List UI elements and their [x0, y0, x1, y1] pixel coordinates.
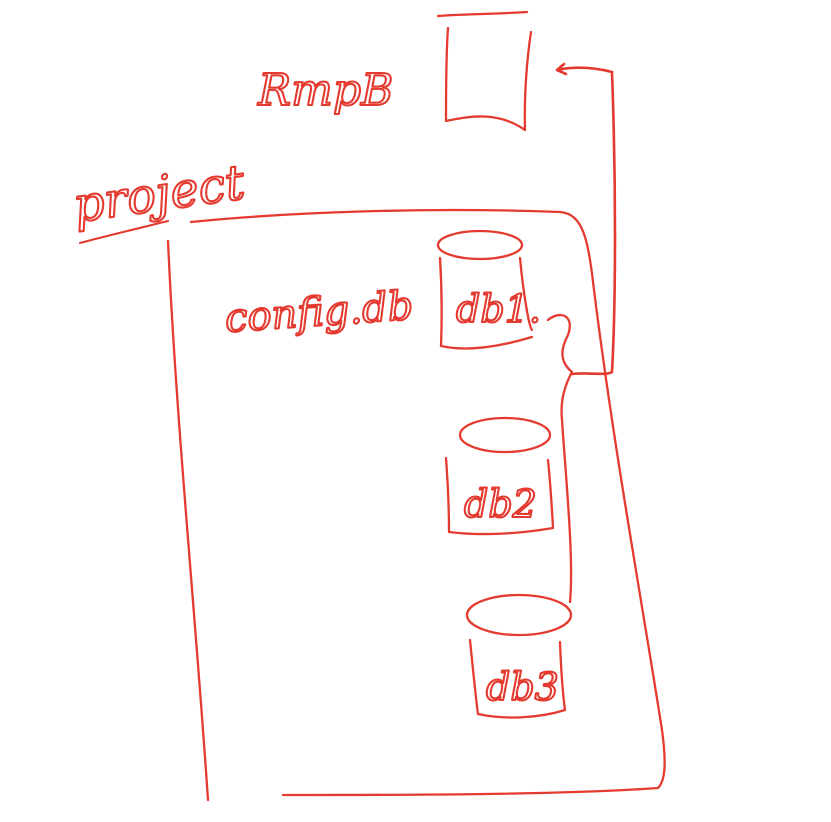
db1-cylinder: db1. — [436, 229, 542, 350]
db1-body — [438, 256, 534, 350]
db3-top — [465, 593, 573, 637]
db3-body — [468, 638, 567, 719]
db3-label: db3 — [486, 665, 559, 709]
config-db-label: config.db — [223, 283, 414, 342]
db-link-line — [546, 313, 574, 604]
db2-cylinder: db2 — [444, 416, 555, 536]
db1-label: db1. — [456, 287, 541, 331]
rmpb-label: RmpB — [257, 65, 393, 116]
project-underline — [78, 219, 170, 245]
project-label: project — [70, 154, 249, 233]
db3-cylinder: db3 — [465, 593, 573, 719]
db2-top — [458, 416, 552, 454]
rmpb-store: RmpB — [256, 10, 533, 132]
rmpb-box — [436, 10, 533, 132]
rmpb-connector — [555, 62, 617, 376]
project-boundary — [166, 208, 666, 802]
db1-top — [436, 229, 524, 261]
project-container: project — [69, 153, 666, 802]
db2-label: db2 — [464, 482, 537, 526]
db2-body — [444, 456, 555, 536]
